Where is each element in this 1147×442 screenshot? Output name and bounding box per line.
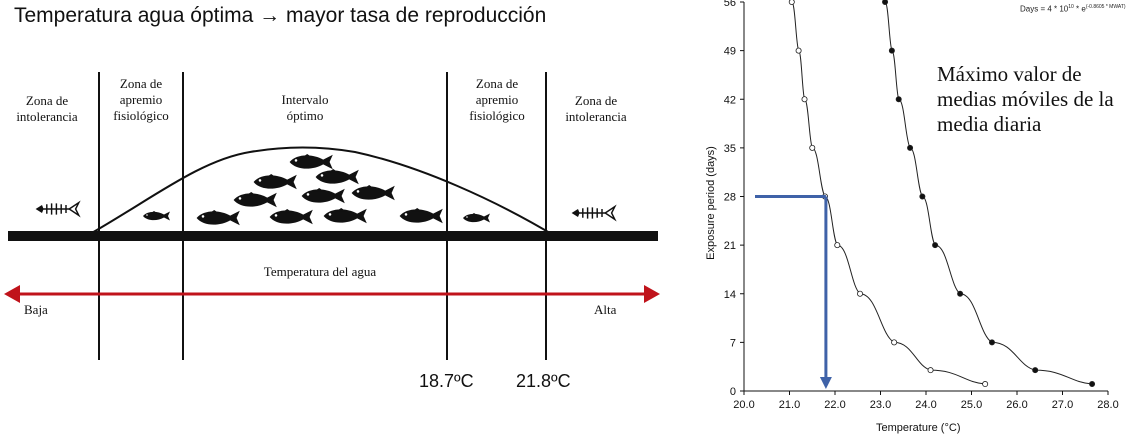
fish-icon xyxy=(463,213,490,223)
series-2-point xyxy=(895,96,902,103)
series-1-point xyxy=(834,242,841,249)
x-tick-label: 25.0 xyxy=(961,399,982,411)
fish-icon xyxy=(315,169,359,185)
x-tick-label: 28.0 xyxy=(1097,399,1118,411)
fish-icon xyxy=(196,210,240,226)
x-tick-label: 27.0 xyxy=(1052,399,1073,411)
series-1-point xyxy=(927,367,934,374)
low-label: Baja xyxy=(24,302,48,317)
fish-skeleton-icon xyxy=(34,201,80,217)
y-tick-label: 7 xyxy=(730,337,736,349)
y-tick-label: 0 xyxy=(730,386,736,398)
y-tick-label: 14 xyxy=(724,289,736,301)
fish-icon xyxy=(253,174,297,190)
exposure-chart: 20.0 21.0 22.0 23.0 24.0 25.0 26.0 27.0 28.0 0 7 14… xyxy=(724,0,1119,411)
guide-arrowhead xyxy=(819,377,832,389)
fish-icon xyxy=(301,188,345,204)
series-2-point xyxy=(919,193,926,200)
threshold-temp-1: 18.7ºC xyxy=(419,371,474,391)
fish-icon xyxy=(323,208,367,224)
y-tick-label: 28 xyxy=(724,192,736,204)
chart-y-axis-label: Exposure period (days) xyxy=(705,146,717,260)
fish-icon xyxy=(351,185,395,201)
y-tick-label: 21 xyxy=(724,240,736,252)
diagram-title: Temperatura agua óptima → mayor tasa de … xyxy=(14,4,547,27)
zone-label-stress-high: Zona de apremio fisiológico xyxy=(469,76,525,123)
y-tick-label: 35 xyxy=(724,143,736,155)
fish-icon xyxy=(399,208,443,224)
x-tick-label: 21.0 xyxy=(779,399,800,411)
chart-annotation: Máximo valor de medias móviles de la med… xyxy=(937,62,1114,136)
series-1-point xyxy=(857,290,864,297)
series-2-point xyxy=(907,144,914,151)
x-tick-label: 22.0 xyxy=(824,399,845,411)
optimal-bell-curve xyxy=(89,146,556,237)
zone-label-optimal: Intervalo óptimo xyxy=(281,92,329,123)
series-2-point xyxy=(1032,367,1039,374)
fish-icon xyxy=(289,154,333,170)
series-2-line xyxy=(884,1,1093,385)
y-tick-label: 42 xyxy=(724,94,736,106)
series-2-point xyxy=(888,47,895,54)
threshold-temp-2: 21.8ºC xyxy=(516,371,571,391)
series-1-line xyxy=(791,1,986,385)
chart-formula: Days = 4 * 1010 * e(-0.8605 * MWAT) xyxy=(1020,4,1126,14)
zone-label-stress-low: Zona de apremio fisiológico xyxy=(113,76,169,123)
series-2-point xyxy=(957,290,964,297)
x-tick-label: 24.0 xyxy=(915,399,936,411)
series-2-point xyxy=(882,0,889,5)
series-1-point xyxy=(801,96,808,103)
baseline-bar xyxy=(8,231,658,241)
fish-skeleton-icon xyxy=(570,205,616,221)
arrow-left-head xyxy=(4,285,20,303)
y-tick-label: 49 xyxy=(724,46,736,58)
arrow-right-head xyxy=(644,285,660,303)
series-1-point xyxy=(809,144,816,151)
fish-icon xyxy=(143,211,170,221)
fish-icon xyxy=(233,192,277,208)
series-2-point xyxy=(1089,381,1096,388)
y-tick-label: 56 xyxy=(724,0,736,9)
series-2-point xyxy=(932,242,939,249)
series-1-point xyxy=(788,0,795,5)
zone-label-intolerance-low: Zona de intolerancia xyxy=(16,93,78,124)
series-1-point xyxy=(982,381,989,388)
high-label: Alta xyxy=(594,302,617,317)
series-2-point xyxy=(988,339,995,346)
series-1-point xyxy=(795,47,802,54)
x-tick-label: 26.0 xyxy=(1006,399,1027,411)
zone-label-intolerance-high: Zona de intolerancia xyxy=(565,93,627,124)
fish-icon xyxy=(269,209,313,225)
x-tick-label: 20.0 xyxy=(733,399,754,411)
chart-x-axis-label: Temperature (°C) xyxy=(876,422,961,434)
x-tick-label: 23.0 xyxy=(870,399,891,411)
water-temperature-label: Temperatura del agua xyxy=(263,264,377,279)
series-1-point xyxy=(891,339,898,346)
